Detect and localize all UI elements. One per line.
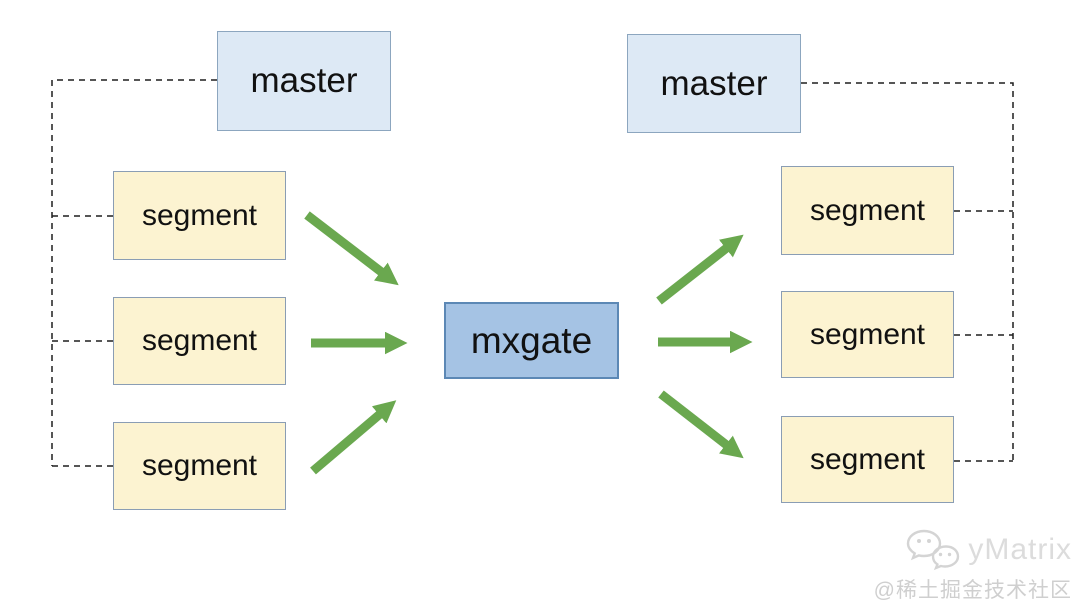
left-segment-node-1: segment: [113, 171, 286, 260]
right-master-node: master: [627, 34, 801, 133]
right-segment-node-2: segment: [781, 291, 954, 378]
arrow-gateway-to-right-seg3: [658, 390, 744, 459]
watermark: yMatrix @稀土掘金技术社区: [874, 528, 1072, 604]
right-segment-node-3: segment: [781, 416, 954, 503]
left-segment-node-2: segment: [113, 297, 286, 385]
wechat-logo-icon: [907, 529, 960, 571]
arrow-left-seg1-to-gateway: [304, 211, 399, 286]
watermark-credit: @稀土掘金技术社区: [873, 579, 1072, 602]
right-segment-node-1: segment: [781, 166, 954, 255]
right-dashed-connectors: [801, 82, 1014, 462]
arrow-gateway-to-right-seg1: [656, 234, 744, 305]
watermark-brand: yMatrix: [968, 533, 1072, 566]
left-segment-node-3: segment: [113, 422, 286, 510]
arrows-out-of-gateway: [656, 234, 753, 459]
arrow-left-seg3-to-gateway: [310, 400, 397, 475]
gateway-node: mxgate: [444, 302, 619, 379]
left-master-node: master: [217, 31, 391, 131]
arrows-into-gateway: [304, 211, 408, 475]
left-dashed-connectors: [51, 79, 217, 467]
